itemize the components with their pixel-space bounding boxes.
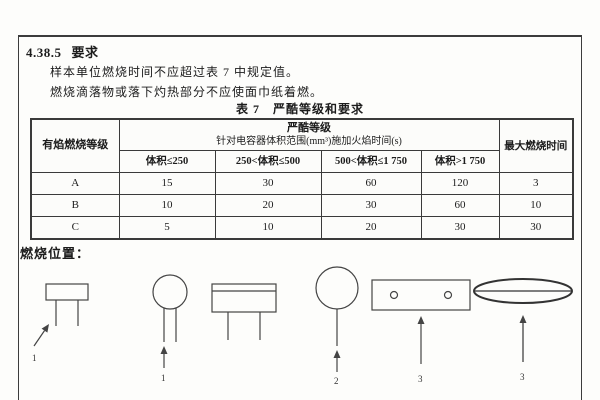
flame-arrow-head-icon — [41, 324, 49, 333]
capacitor-body — [45, 283, 89, 301]
flame-direction-arrow — [33, 330, 45, 347]
table-row-grade-a: A 15 30 60 120 3 — [30, 172, 574, 196]
section-heading: 4.38.5 要求 — [26, 42, 99, 61]
table-caption: 表 7 严酷等级和要求 — [235, 102, 364, 116]
cell-time: 10 — [118, 194, 216, 218]
cell-time: 20 — [214, 194, 322, 218]
figure-label: 3 — [418, 374, 423, 384]
capacitor-body — [211, 283, 277, 313]
figure-box-capacitor — [204, 268, 284, 358]
severity-subtitle: 针对电容器体积范围(mm³)施加火焰时间(s) — [216, 135, 402, 147]
severity-table: 有焰燃烧等级 严酷等级 针对电容器体积范围(mm³)施加火焰时间(s) 最大燃烧… — [30, 118, 575, 240]
cell-max-time: 30 — [498, 216, 574, 240]
col-header-vol-3: 500<体积≤1 750 — [320, 150, 422, 174]
cell-time: 30 — [214, 172, 322, 196]
section-title: 要求 — [71, 45, 99, 60]
figure-label: 1 — [161, 373, 166, 383]
figure-label: 1 — [32, 353, 37, 363]
col-header-vol-1: 体积≤250 — [118, 150, 216, 174]
burning-position-figures: 1 1 — [0, 258, 600, 400]
cell-max-time: 3 — [498, 172, 574, 196]
cell-max-time: 10 — [498, 194, 574, 218]
cell-grade: A — [30, 172, 120, 196]
cell-time: 120 — [420, 172, 500, 196]
table-row-grade-b: B 10 20 30 60 10 — [30, 194, 574, 218]
col-header-max-time: 最大燃烧时间 — [498, 118, 574, 174]
cell-time: 10 — [214, 216, 322, 240]
cell-time: 20 — [320, 216, 422, 240]
cell-time: 15 — [118, 172, 216, 196]
figure-radial-rect-capacitor: 1 — [30, 264, 100, 364]
col-header-vol-4: 体积>1 750 — [420, 150, 500, 174]
cell-time: 5 — [118, 216, 216, 240]
cell-grade: B — [30, 194, 120, 218]
figure-disc-capacitor-one-lead: 2 — [305, 260, 369, 386]
severity-title: 严酷等级 — [287, 122, 332, 134]
col-header-grade: 有焰燃烧等级 — [30, 118, 120, 174]
capacitor-body — [371, 279, 471, 311]
burning-position-label: 燃烧位置： — [20, 246, 91, 261]
col-header-vol-2: 250<体积≤500 — [214, 150, 322, 174]
capacitor-body — [315, 266, 359, 310]
paragraph-burn-time: 样本单位燃烧时间不应超过表 7 中规定值。 — [50, 65, 300, 79]
col-header-severity: 严酷等级 针对电容器体积范围(mm³)施加火焰时间(s) — [118, 118, 500, 152]
cell-grade: C — [30, 216, 120, 240]
section-number: 4.38.5 — [26, 45, 62, 60]
cell-time: 60 — [320, 172, 422, 196]
paragraph-dripping: 燃烧滴落物或落下灼热部分不应使面巾纸着燃。 — [50, 85, 324, 99]
flame-arrow-head-icon — [333, 350, 341, 358]
capacitor-body — [152, 274, 188, 310]
flame-arrow-head-icon — [160, 346, 168, 354]
cell-time: 60 — [420, 194, 500, 218]
cell-time: 30 — [320, 194, 422, 218]
figure-label: 3 — [520, 372, 525, 382]
figure-plate-capacitor: 3 — [366, 260, 476, 386]
figure-flat-cylinder-capacitor: 3 — [468, 262, 578, 384]
figure-disc-capacitor-two-leads: 1 — [138, 266, 202, 384]
figure-label: 2 — [334, 376, 339, 386]
flame-arrow-head-icon — [519, 315, 527, 323]
cell-time: 30 — [420, 216, 500, 240]
table-row-grade-c: C 5 10 20 30 30 — [30, 216, 574, 240]
flame-arrow-head-icon — [417, 316, 425, 324]
